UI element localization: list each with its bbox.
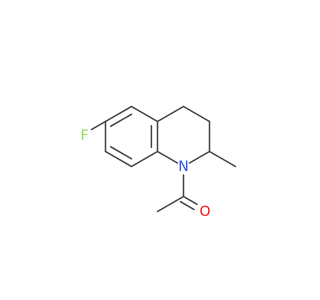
substituents [90, 120, 237, 213]
fluorine-atom-label: F [80, 128, 88, 144]
bond-c6-c7 [130, 105, 159, 123]
double-bond-inner-3 [110, 146, 133, 160]
nitrogen-atom-label: N [178, 159, 188, 175]
bond-c5-c6 [104, 105, 133, 123]
bond-c8-c9 [130, 150, 159, 168]
double-bond-inner-1 [110, 113, 133, 127]
molecule-canvas: F N O [80, 105, 237, 220]
structure-diagram: F N O [80, 105, 237, 220]
bond-formyl-oxygen-2 [179, 200, 195, 211]
bond-c4-c3 [182, 105, 211, 123]
bond-formyl-oxygen-1 [182, 195, 198, 206]
bond-c9-c10 [104, 150, 133, 168]
bond-c2-methyl [208, 150, 237, 168]
saturated-ring [156, 105, 211, 164]
bond-n1-c8 [156, 150, 179, 164]
bond-formyl-h [156, 195, 185, 213]
oxygen-atom-label: O [199, 204, 210, 220]
bond-c7-c4 [156, 105, 185, 123]
bond-c2-n1 [188, 150, 211, 164]
benzene-ring [104, 105, 159, 168]
bond-c5-fluorine [90, 120, 107, 131]
